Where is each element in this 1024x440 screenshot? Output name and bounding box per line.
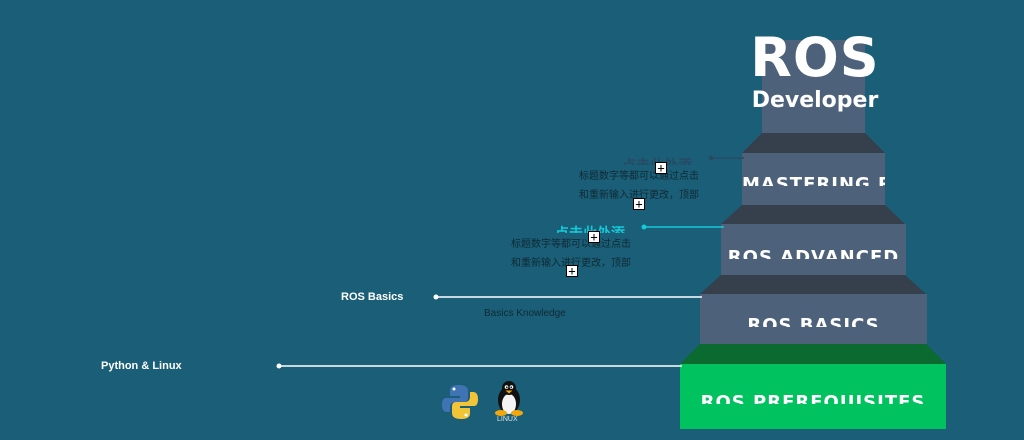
connector-cyan	[641, 224, 724, 230]
step-label-basics: ROS BASICS	[747, 315, 880, 327]
placeholder-title-1[interactable]: 点击此处添	[622, 156, 692, 165]
placeholder-text-2[interactable]: 标题数字等都可以通过点击 和重新输入进行更改，顶部	[511, 235, 631, 273]
placeholder-line-1b: 和重新输入进行更改，顶部	[579, 190, 699, 201]
pyramid-top-subtitle: Developer	[751, 88, 879, 113]
step-face-basics	[700, 294, 927, 344]
add-handle-icon[interactable]: +	[633, 198, 645, 210]
placeholder-line-2b: 和重新输入进行更改，顶部	[511, 258, 631, 269]
connector-ros-basics	[433, 294, 702, 300]
placeholder-text-1[interactable]: 标题数字等都可以通过点击 和重新输入进行更改，顶部	[579, 167, 699, 205]
connector-python-linux	[276, 363, 682, 369]
linux-tux-icon	[495, 381, 523, 416]
placeholder-title-2[interactable]: 点击此处添	[555, 224, 625, 233]
add-handle-icon[interactable]: +	[655, 162, 667, 174]
step-face-advanced	[721, 224, 906, 275]
pyramid-top-title: ROS	[750, 26, 880, 89]
pyramid-top-block	[762, 40, 865, 133]
add-handle-icon[interactable]: +	[566, 265, 578, 277]
add-handle-icon[interactable]: +	[588, 231, 600, 243]
step-top-basics	[700, 275, 926, 294]
step-face-mastering	[742, 153, 885, 205]
python-logo-icon	[442, 385, 478, 419]
python-linux-label: Python & Linux	[101, 360, 182, 372]
linux-caption: LINUX	[497, 416, 518, 423]
step-label-prerequisites: ROS PREREQUISITES	[700, 392, 926, 404]
step-face-prerequisites	[680, 364, 946, 429]
ros-basics-label: ROS Basics	[341, 291, 404, 303]
ros-basics-sublabel: Basics Knowledge	[484, 308, 566, 319]
step-top-prerequisites	[680, 344, 946, 364]
step-top-mastering	[742, 133, 885, 153]
step-label-advanced: ROS ADVANCED	[727, 247, 900, 259]
connector-dark	[708, 155, 744, 161]
placeholder-line-2a: 标题数字等都可以通过点击	[511, 239, 631, 250]
step-label-mastering: MASTERING ROS	[742, 174, 885, 186]
placeholder-line-1a: 标题数字等都可以通过点击	[579, 171, 699, 182]
step-top-advanced	[721, 205, 905, 224]
